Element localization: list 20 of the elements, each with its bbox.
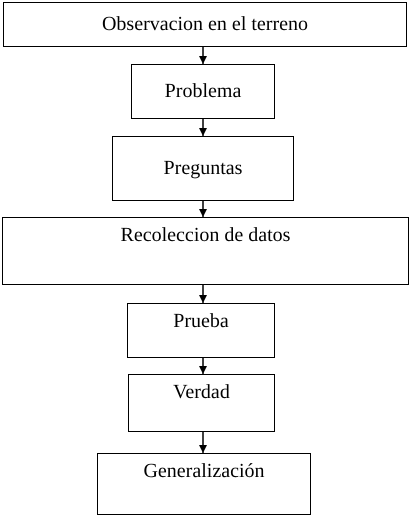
arrow bbox=[199, 47, 207, 64]
process-box bbox=[2, 217, 409, 285]
process-box bbox=[131, 64, 275, 119]
arrow bbox=[199, 201, 207, 217]
box-label: Generalización bbox=[143, 460, 265, 483]
process-box bbox=[97, 453, 311, 515]
box-label: Recoleccion de datos bbox=[120, 224, 290, 247]
box-label: Preguntas bbox=[164, 157, 242, 180]
process-box bbox=[128, 374, 275, 432]
arrow bbox=[199, 432, 207, 453]
process-box bbox=[127, 303, 275, 358]
box-label: Observacion en el terreno bbox=[102, 13, 308, 36]
box-label: Problema bbox=[164, 80, 242, 103]
process-box bbox=[112, 136, 294, 201]
arrow bbox=[199, 358, 207, 374]
process-box bbox=[3, 2, 407, 47]
arrow bbox=[199, 285, 207, 303]
arrow bbox=[199, 119, 207, 136]
box-label: Prueba bbox=[173, 310, 229, 333]
box-label: Verdad bbox=[173, 381, 230, 404]
